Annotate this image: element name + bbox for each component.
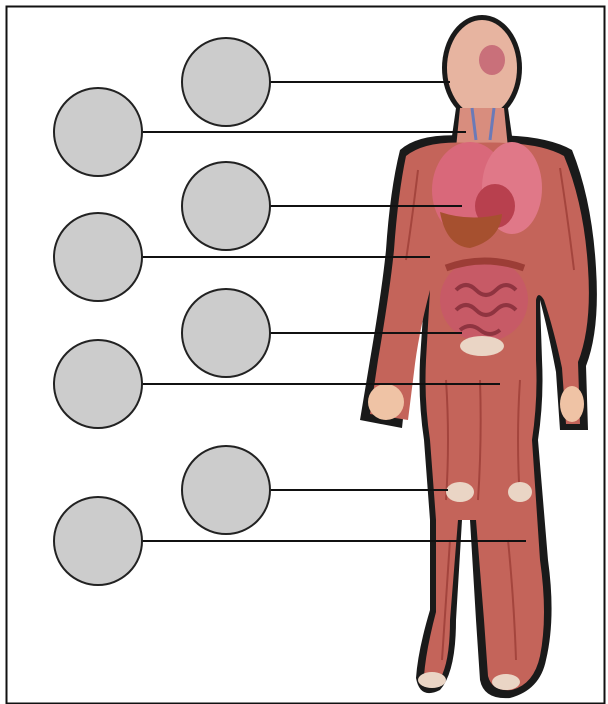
label-circle-neck[interactable]: [54, 88, 142, 176]
label-circle-shin[interactable]: [54, 497, 142, 585]
label-circle-thigh[interactable]: [54, 340, 142, 428]
label-circle-head[interactable]: [182, 38, 270, 126]
label-circle-chest[interactable]: [182, 162, 270, 250]
label-circle-knee[interactable]: [182, 446, 270, 534]
label-circle-abdomen[interactable]: [182, 289, 270, 377]
label-circle-arm[interactable]: [54, 213, 142, 301]
